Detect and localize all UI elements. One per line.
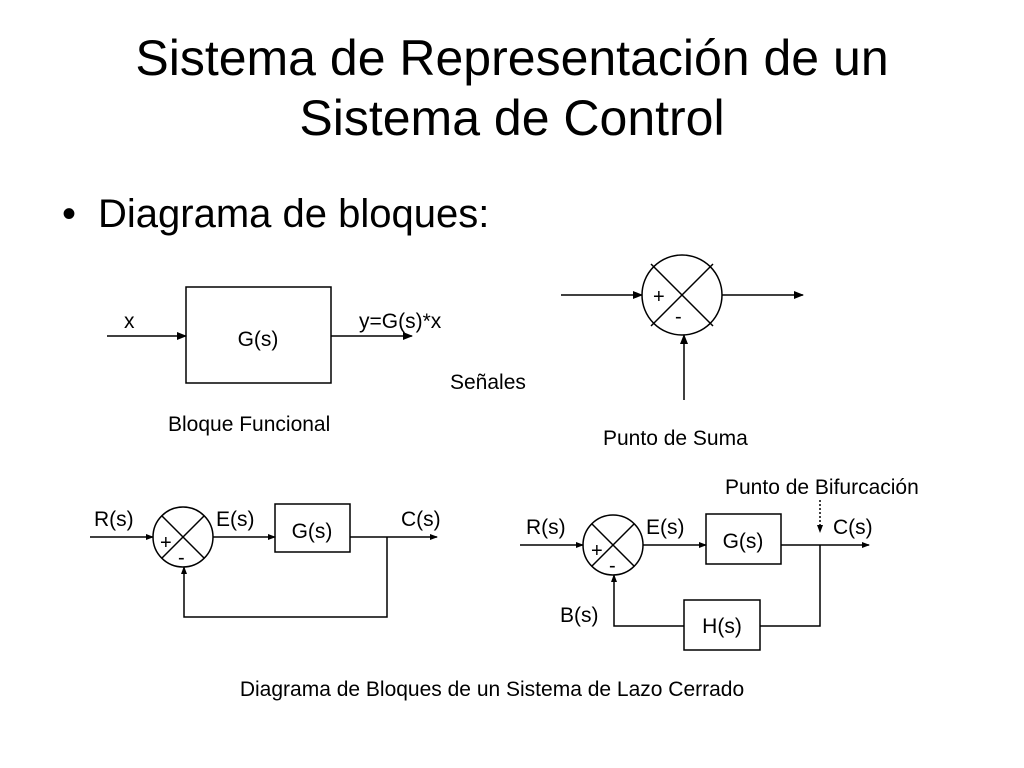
loop1-feedback-path [181, 537, 388, 618]
bullet-dot: • [62, 192, 77, 236]
slide-title-line-2: Sistema de Control [299, 90, 725, 146]
loop1-block-label: G(s) [292, 520, 333, 543]
loop2-output-label: C(s) [833, 516, 873, 539]
loop1-minus-sign: - [178, 547, 185, 569]
summing-cross-b [650, 263, 714, 327]
closed-loop-diagram-2: Punto de Bifurcación R(s) E(s) G(s) C(s)… [520, 476, 919, 651]
output-label: y=G(s)*x [359, 310, 442, 333]
branch-point-label: Punto de Bifurcación [725, 476, 919, 499]
signals-label: Señales [450, 371, 526, 394]
summing-plus-sign: + [653, 286, 665, 308]
loop1-error-label: E(s) [216, 508, 255, 531]
loop2-block-label: G(s) [723, 530, 764, 553]
loop1-plus-sign: + [160, 532, 172, 554]
closed-loop-caption: Diagrama de Bloques de un Sistema de Laz… [240, 678, 744, 701]
loop2-h-block [683, 599, 761, 651]
loop2-feedback-signal-label: B(s) [560, 604, 599, 627]
bullet-text: Diagrama de bloques: [98, 192, 490, 236]
loop2-minus-sign: - [609, 555, 616, 577]
loop2-plus-sign: + [591, 540, 603, 562]
summing-point-diagram: + - Punto de Suma [561, 254, 804, 450]
summing-minus-sign: - [675, 306, 682, 328]
summing-point-caption: Punto de Suma [603, 427, 748, 450]
input-label: x [124, 310, 135, 333]
loop2-error-label: E(s) [646, 516, 685, 539]
loop2-feedback-path-right [760, 545, 821, 627]
loop1-output-label: C(s) [401, 508, 441, 531]
loop1-input-label: R(s) [94, 508, 134, 531]
closed-loop-diagram-1: R(s) E(s) G(s) C(s) + - [90, 503, 441, 618]
loop1-g-block [274, 503, 351, 553]
loop2-feedback-path-left [611, 574, 684, 627]
functional-block-caption: Bloque Funcional [168, 413, 330, 436]
bullet-item: • Diagrama de bloques: [62, 190, 489, 238]
loop2-h-block-label: H(s) [702, 615, 742, 638]
block-label: G(s) [238, 328, 279, 351]
functional-block-diagram: x G(s) y=G(s)*x Bloque Funcional [107, 286, 442, 436]
loop2-input-label: R(s) [526, 516, 566, 539]
slide-title-line-1: Sistema de Representación de un [135, 30, 889, 86]
loop1-cross-b [161, 515, 205, 559]
loop2-g-block [705, 513, 782, 565]
slide-title: Sistema de Representación de un Sistema … [0, 28, 1024, 148]
loop2-cross-b [591, 523, 635, 567]
g-block [185, 286, 332, 384]
